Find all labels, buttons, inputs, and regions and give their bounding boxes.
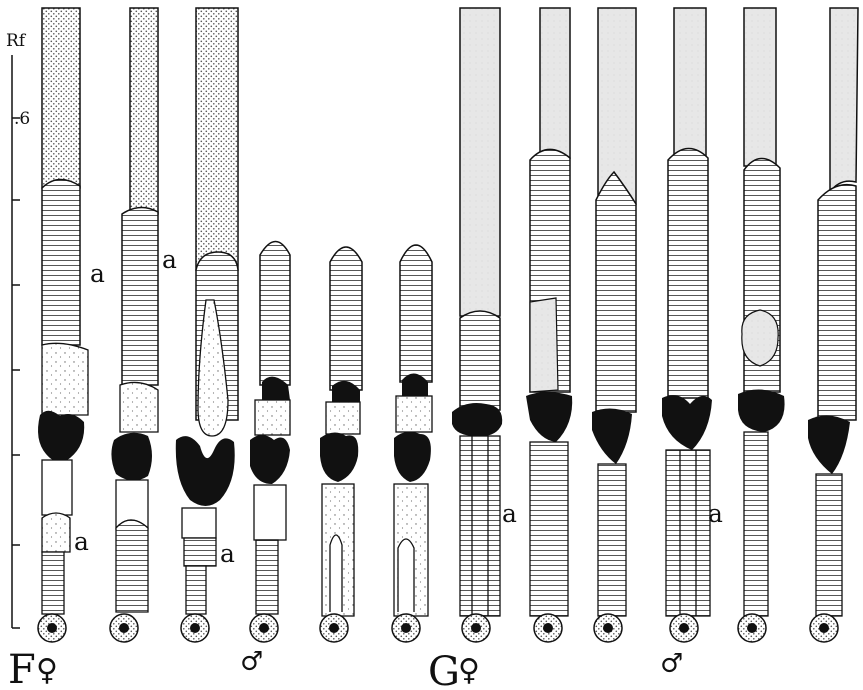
dark-band <box>250 435 290 484</box>
band-label: a <box>502 499 517 528</box>
hatched-band <box>122 207 158 385</box>
stipple-zone <box>196 8 238 270</box>
sex-symbol: ♀ <box>36 653 58 688</box>
hatched-band <box>42 179 80 345</box>
hatched-band <box>256 540 278 614</box>
dark-band <box>320 432 358 482</box>
panel-f-gel <box>38 8 432 642</box>
sample-dot <box>329 623 339 633</box>
clear-zone <box>42 460 72 515</box>
wash-zone <box>598 8 636 204</box>
gel-lane <box>526 8 572 642</box>
stippled-band <box>326 402 360 434</box>
band-label: a <box>220 539 235 568</box>
panel-g-caption: G ♀ ♂ <box>428 649 683 690</box>
sample-dot <box>603 623 613 633</box>
rf-axis: Rf .6 <box>6 31 30 628</box>
wash-zone <box>530 298 558 392</box>
hatched-band <box>460 311 500 410</box>
hatched-band <box>116 520 148 612</box>
dark-band <box>452 403 502 436</box>
band-label: a <box>90 259 105 288</box>
sample-dot <box>401 623 411 633</box>
gel-lane <box>738 8 785 642</box>
stippled-band <box>396 396 432 432</box>
hatched-band <box>816 474 842 616</box>
clear-zone <box>330 535 342 612</box>
hatched-band <box>596 172 636 412</box>
sample-dot <box>471 623 481 633</box>
stippled-band <box>42 343 88 415</box>
hatched-band <box>330 247 362 390</box>
panel-letter: F <box>8 647 36 690</box>
sample-dot <box>543 623 553 633</box>
hatched-band <box>186 566 206 614</box>
dark-band <box>111 433 152 481</box>
dark-band <box>176 436 235 506</box>
clear-zone <box>182 508 216 538</box>
band-label: a <box>708 499 723 528</box>
sex-symbol: ♂ <box>660 649 683 679</box>
rf-axis-label: Rf <box>6 31 27 51</box>
sample-dot <box>190 623 200 633</box>
wash-zone <box>830 8 858 192</box>
gel-lane <box>808 8 858 642</box>
wash-zone <box>540 8 570 158</box>
sex-symbol: ♀ <box>458 653 480 688</box>
stipple-zone <box>42 8 80 188</box>
dark-band <box>592 408 632 464</box>
stippled-band <box>42 513 70 552</box>
panel-g-gel <box>452 8 858 642</box>
dark-band <box>526 392 572 442</box>
hatched-band <box>260 242 290 386</box>
hatched-band <box>666 450 710 616</box>
gel-lane <box>110 8 158 642</box>
gel-lane <box>392 245 432 642</box>
wash-zone <box>674 8 706 158</box>
clear-zone <box>398 539 414 612</box>
wash-zone <box>460 8 500 316</box>
hatched-band <box>400 245 432 382</box>
sample-dot <box>47 623 57 633</box>
clear-zone <box>254 485 286 540</box>
sample-dot <box>679 623 689 633</box>
hatched-band <box>184 538 216 566</box>
dark-band <box>808 415 850 474</box>
gel-lane <box>662 8 712 642</box>
gel-lane <box>452 8 502 642</box>
dark-band <box>38 411 84 462</box>
sample-dot <box>747 623 757 633</box>
wash-spot <box>742 310 778 366</box>
hatched-band <box>460 436 500 616</box>
hatched-band <box>530 442 568 616</box>
sample-dot <box>259 623 269 633</box>
gel-lane <box>592 8 636 642</box>
sex-symbol: ♂ <box>240 647 263 677</box>
stippled-band <box>255 400 290 435</box>
hatched-band <box>668 148 708 398</box>
dark-band <box>394 432 431 482</box>
wash-zone <box>744 8 776 166</box>
dark-band <box>738 389 785 432</box>
band-label: a <box>162 245 177 274</box>
gel-lane <box>320 247 362 642</box>
gel-lane <box>250 242 290 643</box>
rf-axis-tick-label: .6 <box>14 109 30 129</box>
hatched-band <box>744 432 768 616</box>
stipple-zone <box>130 8 158 214</box>
hatched-band <box>42 552 64 614</box>
dark-band <box>662 395 712 450</box>
band-label: a <box>74 527 89 556</box>
sample-dot <box>819 623 829 633</box>
sample-dot <box>119 623 129 633</box>
panel-letter: G <box>428 649 460 690</box>
hatched-band <box>818 185 856 420</box>
stippled-band <box>120 382 158 432</box>
hatched-band <box>598 464 626 616</box>
panel-f-caption: F ♀ ♂ <box>8 647 263 690</box>
